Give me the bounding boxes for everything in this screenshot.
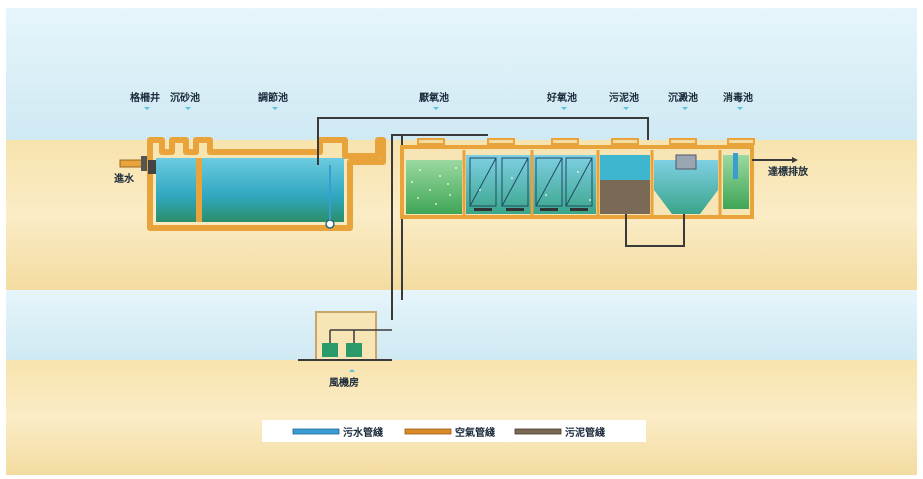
sludge-return-pipe bbox=[625, 214, 685, 247]
sludge-supernatant bbox=[600, 155, 650, 180]
arrow-down-icon bbox=[682, 107, 688, 110]
sludge-fill bbox=[600, 180, 650, 214]
process-tanks-block bbox=[400, 138, 755, 219]
blower-room bbox=[298, 311, 392, 372]
legend-label-sewage: 污水管綫 bbox=[343, 426, 383, 439]
label-grit-tank: 沉砂池 bbox=[170, 91, 200, 104]
label-grille-well: 格柵井 bbox=[130, 91, 160, 104]
label-inlet: 進水 bbox=[114, 172, 135, 185]
equalization-water bbox=[202, 158, 344, 222]
legend-swatch-sewage bbox=[292, 428, 340, 435]
legend-swatch-air bbox=[404, 428, 452, 435]
arrow-right-icon bbox=[792, 157, 798, 163]
ground-band-lower bbox=[6, 360, 917, 475]
arrow-up-icon bbox=[349, 369, 355, 372]
aerobic-media bbox=[469, 157, 593, 207]
legend-label-sludge: 污泥管綫 bbox=[565, 426, 605, 439]
arrow-down-icon bbox=[272, 107, 278, 110]
air-bubbles bbox=[411, 167, 591, 205]
arrow-down-icon bbox=[623, 107, 629, 110]
sky-band-lower bbox=[6, 290, 917, 360]
label-settling-tank: 沉澱池 bbox=[668, 91, 698, 104]
label-equalization-tank: 調節池 bbox=[258, 91, 288, 104]
label-anoxic-tank: 厭氧池 bbox=[419, 91, 449, 104]
left-tank-group bbox=[147, 137, 386, 231]
label-sludge-tank: 污泥池 bbox=[609, 91, 639, 104]
arrow-down-icon bbox=[144, 107, 150, 110]
blower-unit-icon bbox=[322, 343, 338, 357]
top-labels: 格柵井 沉砂池 調節池 厭氧池 好氧池 污泥池 沉澱池 消毒池 bbox=[130, 91, 753, 104]
sky-band bbox=[6, 8, 917, 140]
label-blower-room: 風機房 bbox=[329, 376, 359, 389]
legend: 污水管綫 空氣管綫 污泥管綫 bbox=[262, 420, 646, 442]
legend-swatch-sludge bbox=[514, 428, 562, 435]
label-disinfection-tank: 消毒池 bbox=[723, 91, 753, 104]
manhole-covers bbox=[417, 138, 755, 145]
arrow-down-icon bbox=[433, 107, 439, 110]
label-aerobic-tank: 好氧池 bbox=[546, 91, 577, 104]
label-arrows bbox=[144, 107, 743, 110]
anoxic-water bbox=[406, 160, 462, 214]
lift-pump-icon bbox=[325, 219, 335, 229]
label-outlet: 達標排放 bbox=[768, 165, 809, 178]
disinfection-dose-pipe bbox=[733, 153, 738, 179]
arrow-down-icon bbox=[737, 107, 743, 110]
legend-box bbox=[262, 420, 646, 442]
arrow-down-icon bbox=[185, 107, 191, 110]
grit-water bbox=[156, 158, 196, 222]
tank-divider bbox=[196, 158, 202, 222]
arrow-down-icon bbox=[561, 107, 567, 110]
outlet-arrow bbox=[752, 157, 798, 163]
legend-label-air: 空氣管綫 bbox=[455, 426, 495, 439]
blower-unit-icon bbox=[346, 343, 362, 357]
grille-screen bbox=[148, 160, 156, 174]
settling-water bbox=[654, 160, 718, 214]
settling-distributor bbox=[675, 154, 697, 170]
